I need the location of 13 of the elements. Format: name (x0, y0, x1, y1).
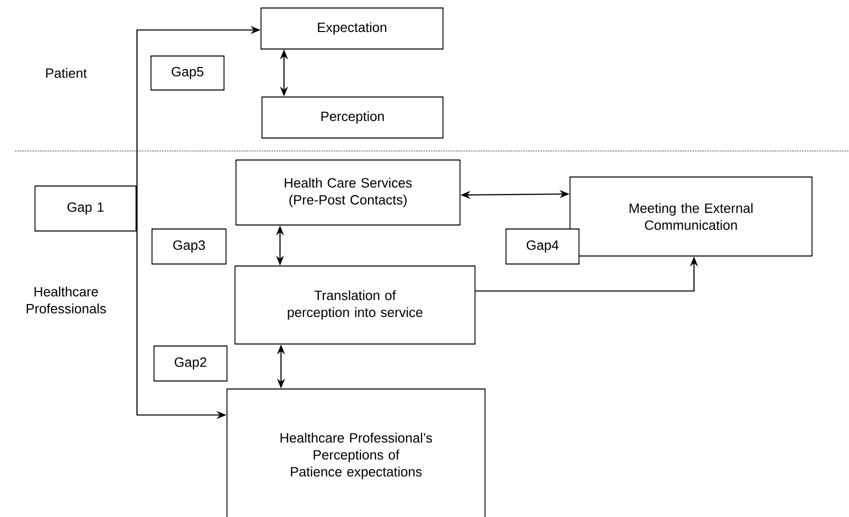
gap-box: Gap2 (154, 346, 228, 382)
gap-box: Gap4 (506, 228, 580, 264)
process-box: Translation of perception into service (234, 266, 476, 344)
gap-box: Gap3 (152, 228, 226, 264)
side-label: Patient (46, 68, 87, 78)
process-box: Healthcare Professional’s Perceptions of Patience expectations (226, 388, 486, 517)
gap-box: Gap5 (150, 56, 224, 90)
process-box: Perception (262, 96, 444, 138)
side-label: Healthcare Professionals (26, 286, 106, 314)
gap-box: Gap 1 (34, 186, 136, 232)
process-box: Health Care Services (Pre-Post Contacts) (236, 160, 460, 226)
process-box: Meeting the External Communication (570, 176, 812, 256)
process-box: Expectation (260, 8, 444, 50)
